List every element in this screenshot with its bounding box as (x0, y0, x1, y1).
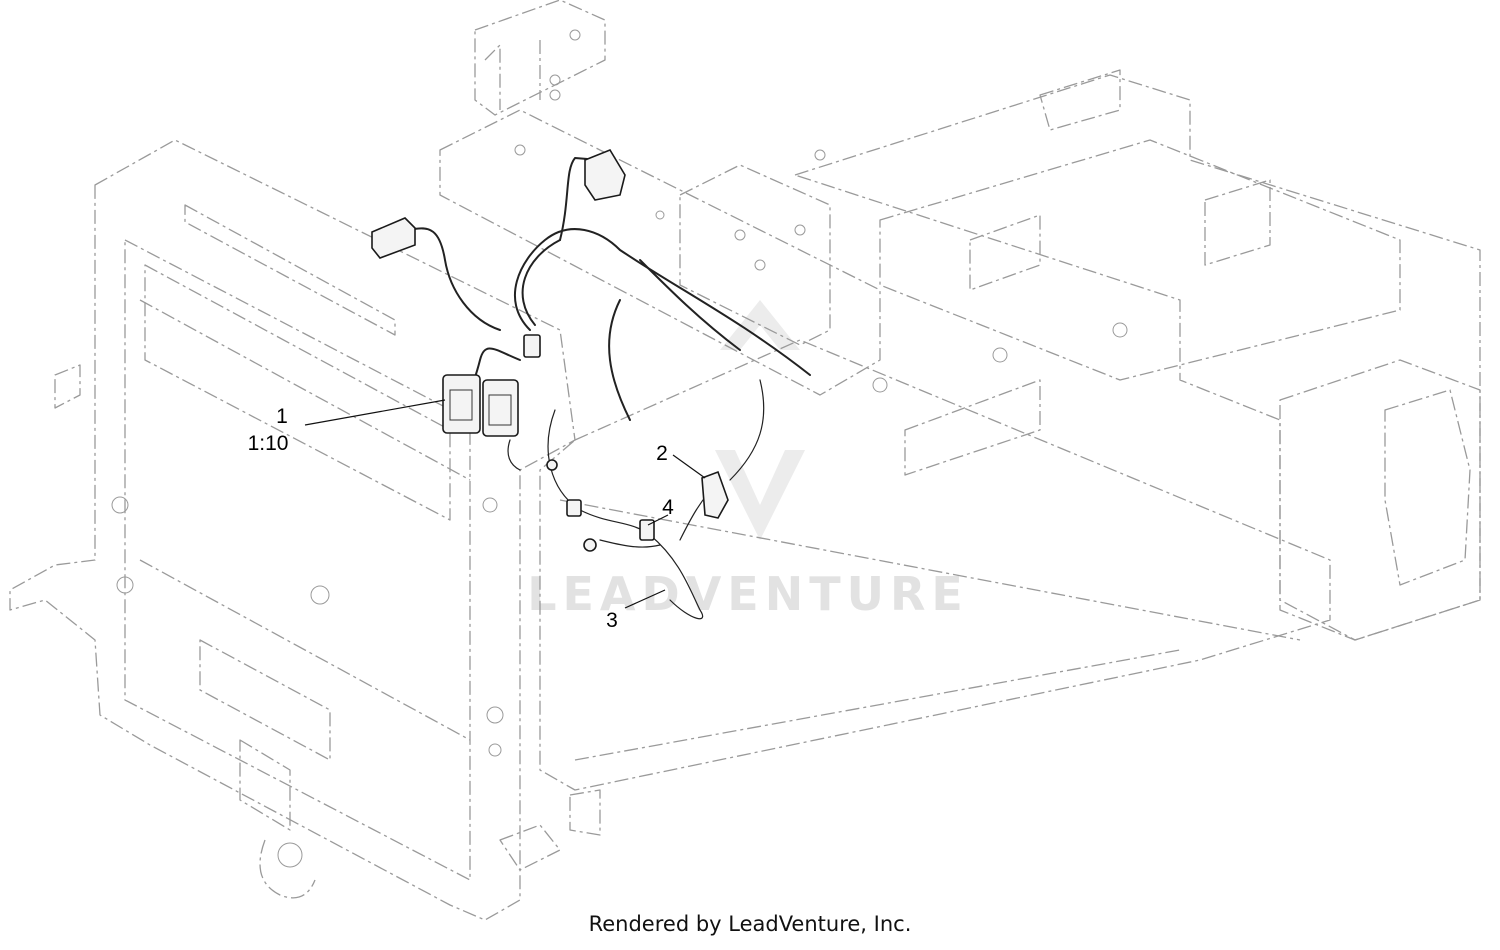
frame-center-bed (499, 339, 1331, 871)
leader-lines (304, 399, 706, 609)
callout-1: 1 (276, 405, 288, 428)
footer-credit: Rendered by LeadVenture, Inc. (588, 912, 912, 936)
connector-main-pair (442, 374, 519, 437)
connector-upper-left (371, 217, 416, 259)
connector-item-2 (701, 470, 729, 519)
callout-3: 3 (606, 609, 618, 632)
frame-upper-panel (439, 0, 881, 396)
connector-small (523, 334, 597, 552)
watermark: LEADVENTURE (527, 300, 969, 621)
connector-item-4 (639, 519, 655, 541)
bolt-hardware (514, 29, 888, 393)
wire-harness (409, 157, 811, 620)
callout-1-scale: 1:10 (248, 432, 289, 455)
connector-upper-switch (584, 149, 626, 201)
frame-right-rear (794, 69, 1481, 641)
frame-left-plate (9, 139, 576, 921)
watermark-text: LEADVENTURE (527, 567, 969, 621)
callout-2: 2 (656, 442, 668, 465)
callout-labels: 1 1:10 2 3 4 (248, 405, 675, 632)
callout-4: 4 (662, 496, 674, 519)
